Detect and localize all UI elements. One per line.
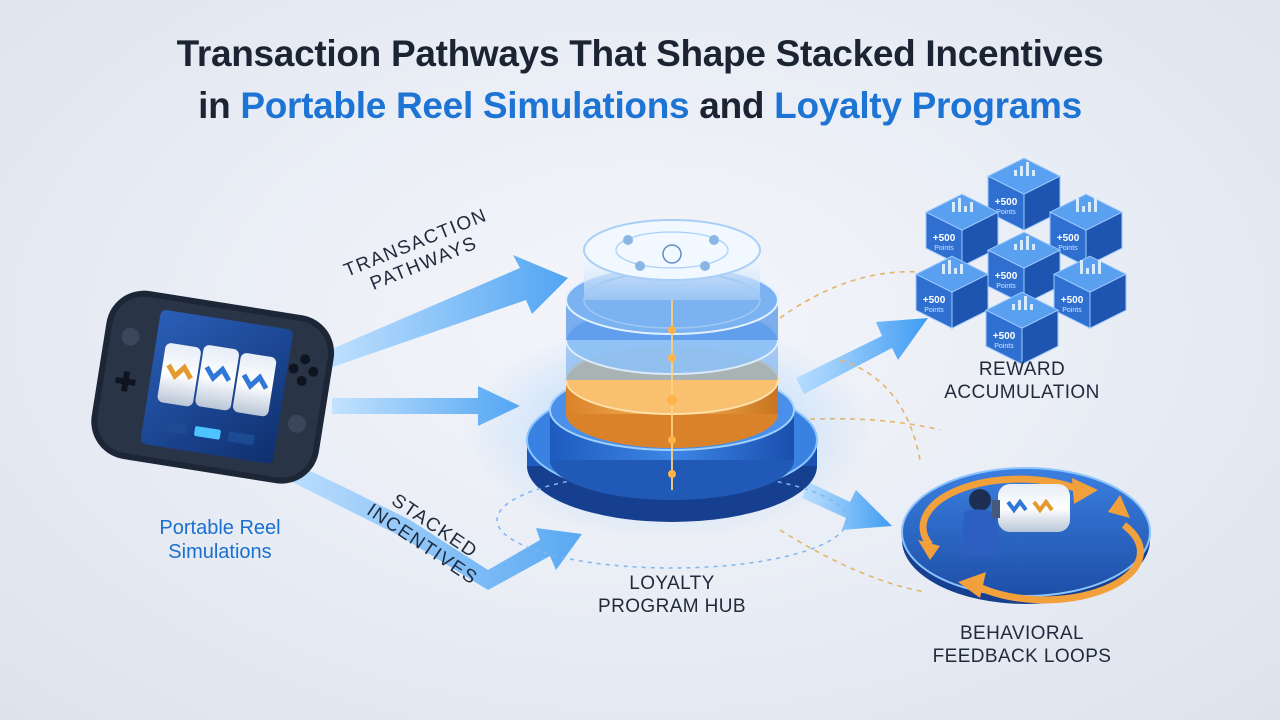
cube-points-label: Points	[996, 209, 1016, 216]
left-joystick-icon	[121, 327, 140, 346]
dashed-connectors	[779, 270, 941, 593]
label-reward-accumulation: REWARD ACCUMULATION	[922, 358, 1122, 404]
diagram-title: Transaction Pathways That Shape Stacked …	[0, 28, 1280, 132]
cube-points-value: +500	[995, 271, 1018, 282]
label-hub-line-2: PROGRAM HUB	[598, 596, 746, 617]
cube-points-value: +500	[933, 233, 956, 244]
cube-points-label: Points	[1058, 245, 1078, 252]
label-feedback-line-2: FEEDBACK LOOPS	[932, 646, 1112, 667]
cube-points-value: +500	[995, 197, 1018, 208]
action-buttons-icon	[300, 354, 311, 365]
behavioral-feedback-loop	[901, 467, 1151, 604]
cube-points-label: Points	[934, 245, 954, 252]
cube-points-label: Points	[1062, 307, 1082, 314]
loop-arrowhead-icon	[1072, 478, 1098, 504]
player-figure-icon	[962, 484, 1070, 556]
label-device-line-2: Simulations	[168, 541, 272, 563]
label-hub-line-1: LOYALTY	[629, 573, 715, 594]
arrow-transaction-pathway	[318, 255, 568, 370]
arrow-device-to-hub	[332, 386, 520, 426]
slot-reels-icon	[157, 343, 277, 417]
title-line-1: Transaction Pathways That Shape Stacked …	[176, 33, 1104, 74]
label-behavioral-feedback-loops: BEHAVIORAL FEEDBACK LOOPS	[902, 622, 1142, 668]
cube-points-value: +500	[993, 331, 1016, 342]
label-feedback-line-1: BEHAVIORAL	[959, 623, 1085, 644]
cube-points-value: +500	[1057, 233, 1080, 244]
cube-points-label: Points	[994, 343, 1014, 350]
reward-cubes: +500Points+500Points+500Points+500Points…	[914, 157, 1128, 366]
title-line-2-prefix: in	[198, 85, 241, 126]
cube-points-value: +500	[923, 295, 946, 306]
loyalty-program-hub	[463, 219, 873, 569]
label-device-line-1: Portable Reel	[159, 517, 281, 539]
title-accent-loyalty: Loyalty Programs	[774, 85, 1082, 126]
title-line-2: in Portable Reel Simulations and Loyalty…	[0, 80, 1280, 132]
cube-points-label: Points	[924, 307, 944, 314]
label-loyalty-program-hub: LOYALTY PROGRAM HUB	[572, 572, 772, 618]
title-accent-reel: Portable Reel Simulations	[240, 85, 690, 126]
label-reward-line-2: ACCUMULATION	[944, 382, 1100, 403]
cube-points-value: +500	[1061, 295, 1084, 306]
cube-points-label: Points	[996, 283, 1016, 290]
portable-reel-device	[91, 290, 335, 484]
title-line-2-middle: and	[689, 85, 775, 126]
label-portable-reel-simulations: Portable Reel Simulations	[110, 516, 330, 564]
label-reward-line-1: REWARD	[978, 359, 1066, 380]
hub-center-icon	[662, 244, 682, 264]
